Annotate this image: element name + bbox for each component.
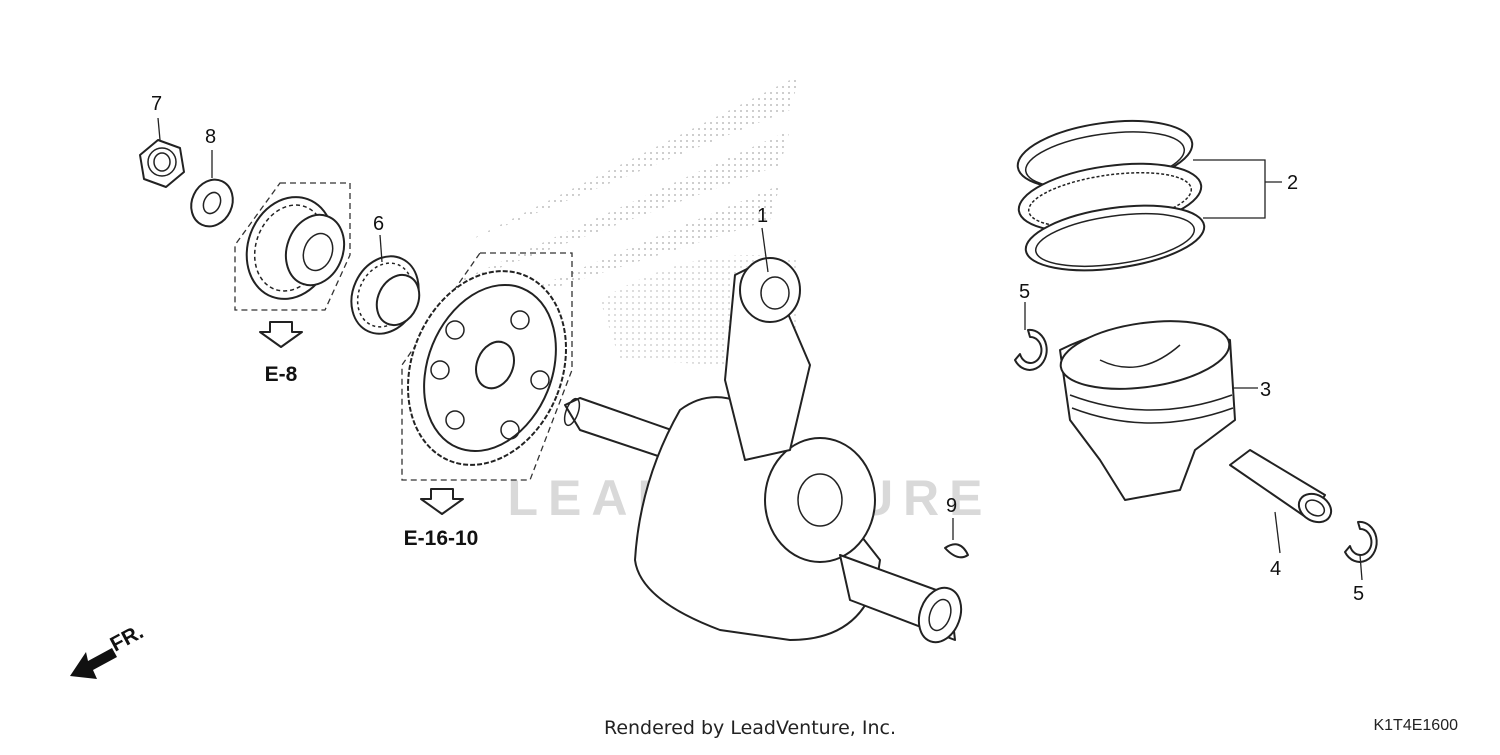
callout-8: 8: [205, 126, 216, 148]
drive-gear-assembly[interactable]: [233, 182, 354, 311]
nut[interactable]: [139, 139, 185, 188]
primary-drive-gear-assembly[interactable]: [380, 247, 594, 489]
reference-e8[interactable]: E-8: [259, 321, 303, 386]
leader-lines: [157, 117, 1363, 581]
connecting-rod: [724, 257, 811, 461]
crankshaft[interactable]: [562, 257, 969, 648]
reference-e16-10[interactable]: E-16-10: [404, 488, 479, 550]
diagram-code: K1T4E1600: [1373, 717, 1458, 734]
callout-5-left: 5: [1019, 281, 1030, 303]
drive-gear: [245, 196, 346, 300]
rendered-by-credit: Rendered by LeadVenture, Inc.: [603, 717, 897, 739]
callout-2: 2: [1287, 172, 1298, 194]
piston-pin-clip-right[interactable]: [1344, 520, 1378, 563]
needle-bearing[interactable]: [339, 245, 431, 345]
callout-9: 9: [946, 495, 957, 517]
callout-labels: 1 2 3 4 5 5 6 7 8 9: [151, 93, 1364, 605]
piston-ring-set[interactable]: [1013, 111, 1208, 280]
callout-4: 4: [1270, 558, 1281, 580]
callout-5-right: 5: [1353, 583, 1364, 605]
reference-e16-10-label: E-16-10: [404, 527, 479, 550]
reference-e8-label: E-8: [265, 363, 298, 386]
callout-1: 1: [757, 205, 768, 227]
piston[interactable]: [1056, 311, 1236, 501]
primary-drive-gear: [407, 270, 567, 466]
piston-pin-clip-left[interactable]: [1014, 328, 1048, 371]
front-direction-arrow: FR.: [70, 620, 147, 679]
washer[interactable]: [184, 173, 241, 233]
callout-3: 3: [1260, 379, 1271, 401]
piston-pin[interactable]: [1229, 449, 1336, 528]
callout-6: 6: [373, 213, 384, 235]
callout-7: 7: [151, 93, 162, 115]
woodruff-key[interactable]: [944, 543, 969, 559]
